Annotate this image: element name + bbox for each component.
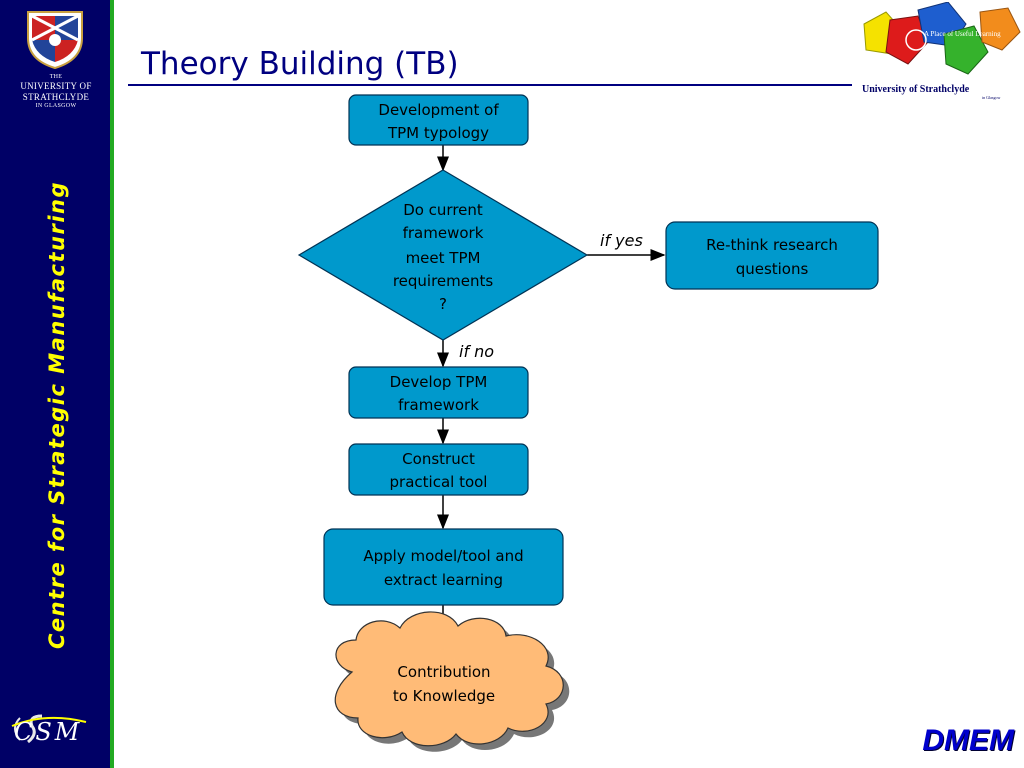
node-contribution-line-1: Contribution xyxy=(397,663,490,681)
university-name: THE UNIVERSITY OF STRATHCLYDE IN GLASGOW xyxy=(4,74,108,110)
node-develop-line-1: Develop TPM xyxy=(390,373,488,391)
node-apply-line-1: Apply model/tool and xyxy=(363,547,523,565)
edge-label-if-yes: if yes xyxy=(600,231,643,250)
page-title: Theory Building (TB) xyxy=(141,46,459,82)
node-construct-line-2: practical tool xyxy=(390,473,488,491)
node-apply-model-tool: Apply model/tool and extract learning xyxy=(323,528,564,606)
node-decision-line-3: meet TPM xyxy=(406,249,481,267)
uni-line-the: THE xyxy=(49,74,63,80)
place-logo-name: University of Strathclyde xyxy=(862,84,970,95)
university-crest-logo xyxy=(27,11,83,70)
node-apply-line-2: extract learning xyxy=(384,571,503,589)
node-contribution-to-knowledge-cloud: Contribution to Knowledge xyxy=(334,611,570,752)
uni-line-strathclyde: STRATHCLYDE xyxy=(22,92,90,102)
uni-line-in-glasgow: IN GLASGOW xyxy=(35,103,77,109)
node-rethink-research-questions: Re-think research questions xyxy=(665,221,879,290)
sidebar-accent-stripe xyxy=(110,0,114,768)
node-decision-line-4: requirements xyxy=(393,272,494,290)
node-development-line-2: TPM typology xyxy=(387,124,489,142)
dmem-brand: DMEM xyxy=(922,724,1014,757)
place-logo-sub: in Glasgow xyxy=(982,95,1000,100)
edge-label-if-no: if no xyxy=(459,342,494,361)
strathclyde-place-of-useful-learning-logo: A Place of Useful Learning University of… xyxy=(862,2,1021,100)
node-construct-practical-tool: Construct practical tool xyxy=(348,443,529,496)
node-development-of-tpm-typology: Development of TPM typology xyxy=(348,94,529,146)
csm-logo: CSM xyxy=(11,714,87,746)
sidebar xyxy=(0,0,110,768)
node-decision-line-2: framework xyxy=(403,224,484,242)
node-develop-line-2: framework xyxy=(398,396,479,414)
node-development-line-1: Development of xyxy=(378,101,499,119)
title-underline xyxy=(128,84,852,86)
node-decision-diamond: Do current framework meet TPM requiremen… xyxy=(297,169,589,341)
place-logo-tagline: A Place of Useful Learning xyxy=(924,30,1001,38)
node-contribution-line-2: to Knowledge xyxy=(393,687,495,705)
node-decision-line-5: ? xyxy=(439,295,447,313)
node-decision-line-1: Do current xyxy=(403,201,483,219)
node-construct-line-1: Construct xyxy=(402,450,475,468)
uni-line-university-of: UNIVERSITY OF xyxy=(20,81,92,91)
csm-logo-text: CSM xyxy=(14,718,82,746)
node-develop-tpm-framework: Develop TPM framework xyxy=(348,366,529,419)
node-rethink-line-2: questions xyxy=(736,260,809,278)
node-rethink-line-1: Re-think research xyxy=(706,236,838,254)
